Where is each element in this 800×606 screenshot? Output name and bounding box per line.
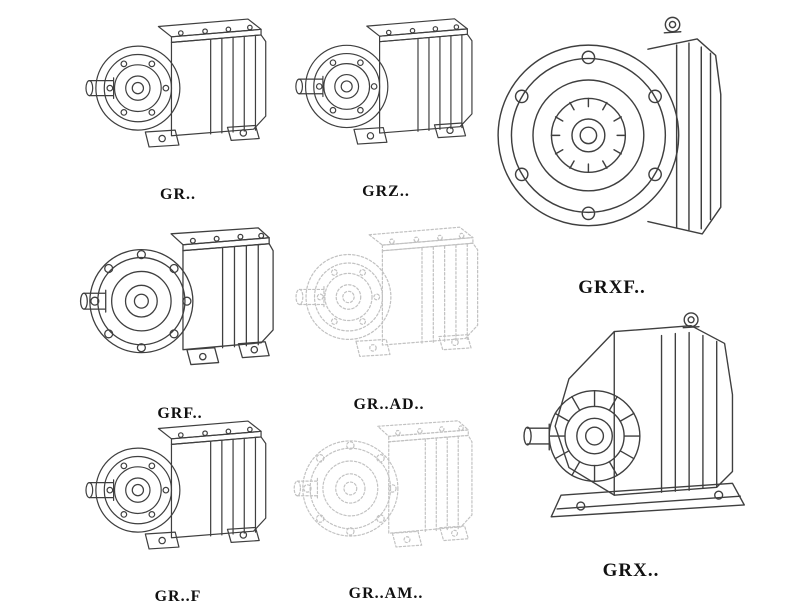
figure-grxf: GRXF.. [494,2,730,299]
gear-unit-drawing-gr-ad-phantom [290,214,488,393]
gear-unit-drawing-gr-am-phantom [290,408,482,582]
figure-grz: GRZ.. [290,6,482,201]
label-gr-ad: GR..AD.. [353,396,425,414]
gear-unit-drawing-gr [80,6,276,183]
figure-gr: GR.. [80,6,276,204]
gear-unit-drawing-grxf [494,2,730,269]
label-grz: GRZ.. [362,182,410,200]
figure-grx: GRX.. [498,306,764,582]
figure-gr-f: GR..F [80,408,276,606]
label-gr: GR.. [160,186,196,204]
label-grf: GRF.. [157,405,203,423]
gear-unit-drawing-grx [498,306,764,552]
label-grx: GRX.. [602,560,660,582]
label-gr-am: GR..AM.. [348,584,424,602]
figure-grf: GRF.. [76,214,284,423]
figure-gr-am: GR..AM.. [290,408,482,603]
figure-gr-ad: GR..AD.. [290,214,488,414]
label-grxf: GRXF.. [578,276,646,298]
gear-unit-drawing-grf [76,214,284,402]
label-gr-f: GR..F [154,588,202,606]
gear-unit-drawing-gr-f [80,408,276,585]
gear-unit-drawing-grz [290,6,482,180]
